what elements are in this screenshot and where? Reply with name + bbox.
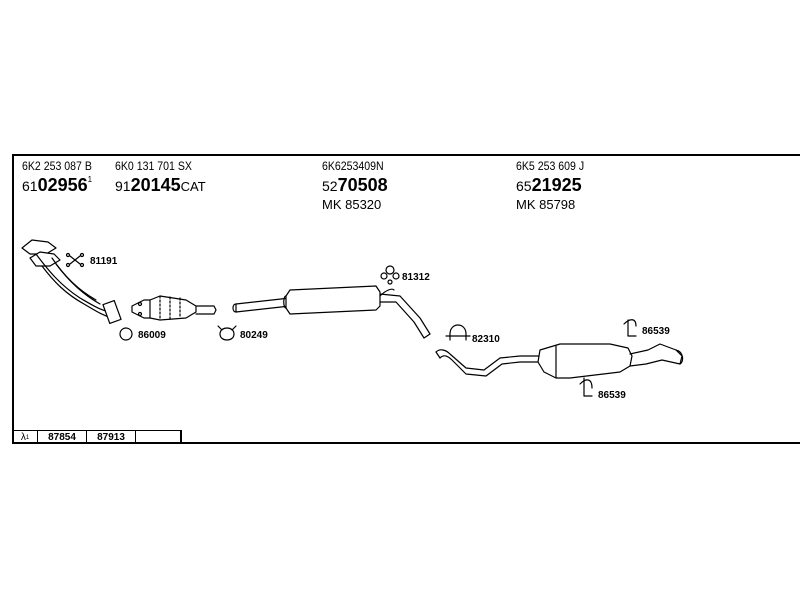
rear-hanger-icon-top [623,319,637,337]
oe-number: 6K2 253 087 B [22,159,92,173]
clamp-icon [217,325,237,341]
mounting-kit-number: MK 85798 [516,197,576,212]
oe-number: 6K6253409N [322,159,384,173]
front-pipe-drawing [21,239,122,325]
middle-silencer-drawing [232,285,431,339]
callout-86539-bottom: 86539 [598,390,626,401]
part-number: 6521925 [516,175,582,195]
bolt-set-icon [65,252,85,268]
frame-bottom-line [12,442,800,444]
rear-silencer-drawing [435,343,684,379]
lambda-cell: 87854 [38,431,87,444]
callout-81312: 81312 [402,272,430,283]
gasket-ring-icon [119,327,133,341]
callout-81191: 81191 [90,256,118,267]
part-number: 9120145CAT [115,175,206,195]
frame-left-line [12,154,14,444]
part-block-middle-silencer: 6K6253409N 5270508 MK 85320 [322,160,392,211]
part-block-rear-silencer: 6K5 253 609 J 6521925 MK 85798 [516,160,593,211]
part-number: 61029561 [22,175,93,195]
lambda-cell-empty [136,431,181,444]
part-number: 5270508 [322,175,388,195]
rubber-hanger-icon [380,265,400,285]
mounting-kit-number: MK 85320 [322,197,382,212]
part-block-front-pipe: 6K2 253 087 B 61029561 [22,160,101,195]
oe-number: 6K5 253 609 J [516,159,585,173]
catalyst-drawing [131,295,217,321]
pipe-clamp-icon [445,324,471,341]
callout-80249: 80249 [240,330,268,341]
oe-number: 6K0 131 701 SX [115,159,192,173]
frame-top-line [12,154,800,156]
rear-hanger-icon-bottom [579,377,593,397]
callout-86539-top: 86539 [642,326,670,337]
callout-86009: 86009 [138,330,166,341]
part-block-catalyst: 6K0 131 701 SX 9120145CAT [115,160,206,195]
callout-82310: 82310 [472,334,500,345]
lambda-cell: 87913 [87,431,136,444]
